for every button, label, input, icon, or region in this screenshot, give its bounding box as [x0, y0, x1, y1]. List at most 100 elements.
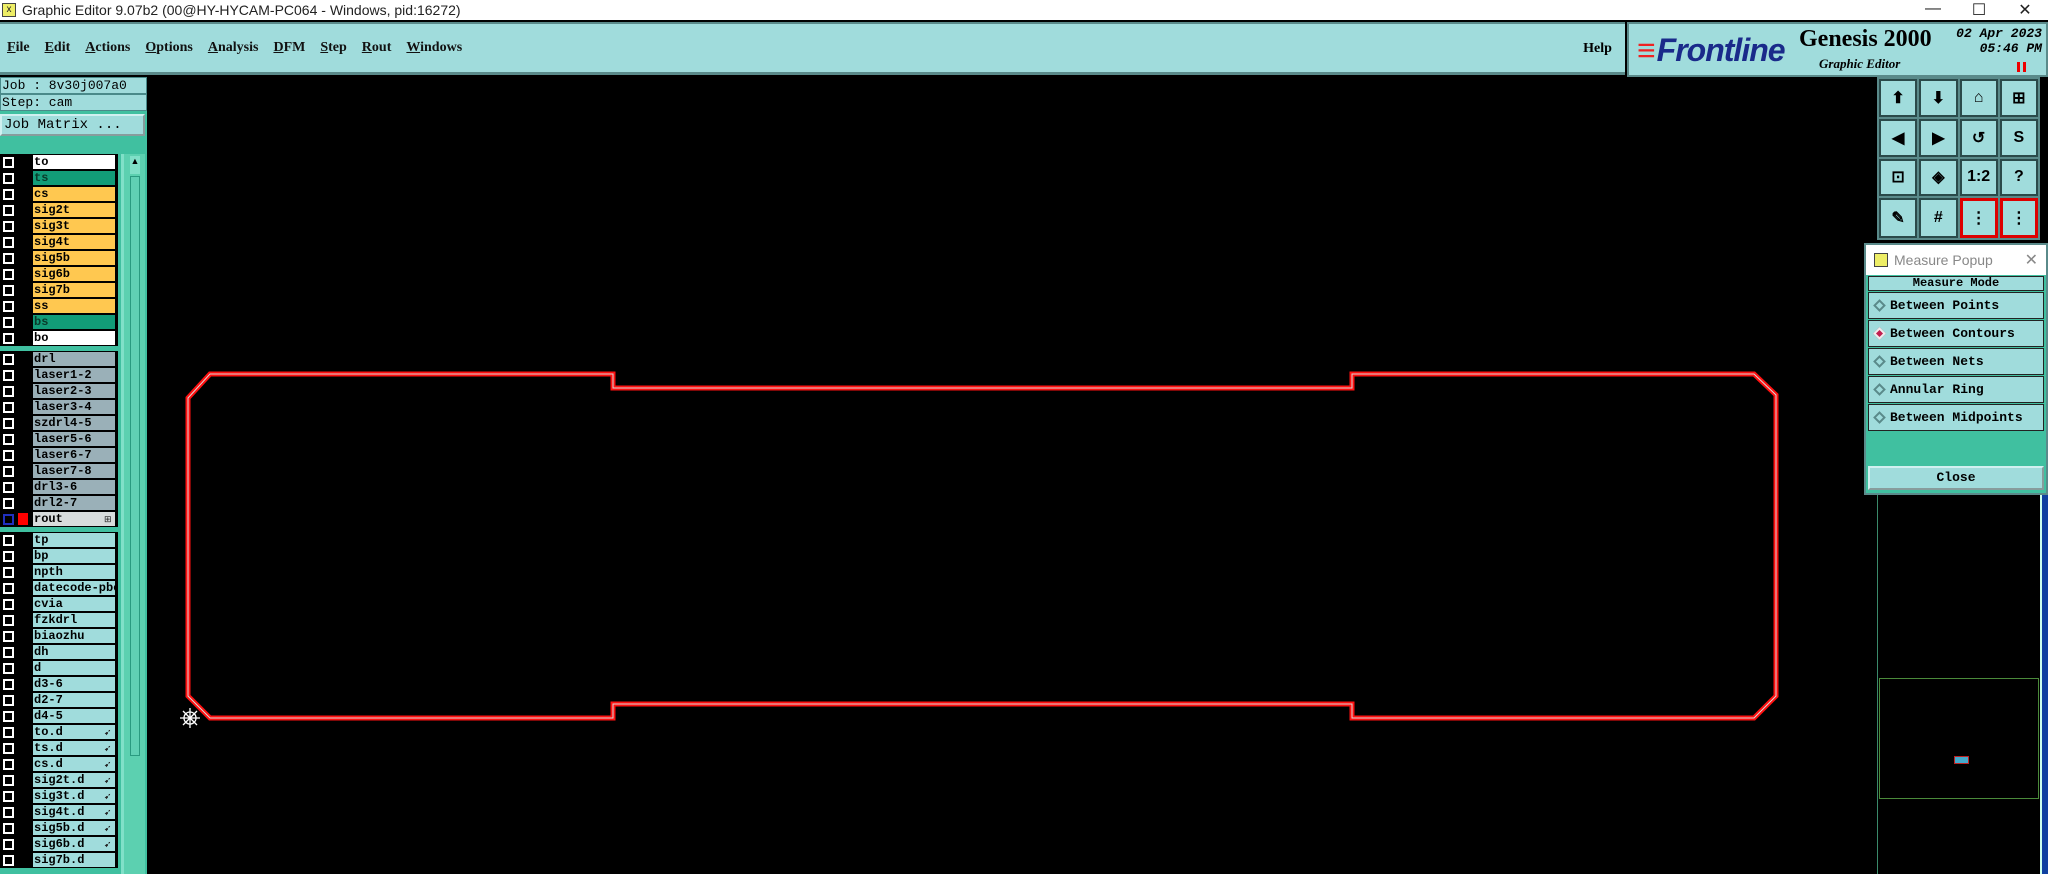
layer-name[interactable]: to — [33, 155, 115, 169]
layer-row[interactable]: sig5b.d➹ — [0, 820, 118, 836]
layer-row[interactable]: tp — [0, 532, 118, 548]
layer-checkbox[interactable] — [3, 582, 14, 594]
graphic-canvas[interactable] — [147, 77, 1877, 874]
close-window-button[interactable]: ✕ — [2018, 2, 2032, 19]
grid-icon[interactable]: # — [1919, 198, 1958, 238]
layer-row[interactable]: ts.d➹ — [0, 740, 118, 756]
layer-name[interactable]: sig2t — [33, 203, 115, 217]
layer-checkbox[interactable] — [3, 204, 14, 216]
menu-analysis[interactable]: Analysis — [207, 40, 259, 55]
layer-checkbox[interactable] — [3, 401, 14, 413]
layer-checkbox[interactable] — [3, 284, 14, 296]
layer-name[interactable]: d — [33, 661, 115, 675]
layer-name[interactable]: laser1-2 — [33, 368, 115, 382]
layer-name[interactable]: laser3-4 — [33, 400, 115, 414]
layer-name[interactable]: laser5-6 — [33, 432, 115, 446]
layer-checkbox[interactable] — [3, 598, 14, 610]
layer-name[interactable]: sig6b.d — [33, 837, 115, 851]
layer-name[interactable]: sig4t.d — [33, 805, 115, 819]
menu-actions[interactable]: Actions — [85, 40, 131, 55]
layer-row[interactable]: d2-7 — [0, 692, 118, 708]
layer-checkbox[interactable] — [3, 481, 14, 493]
layer-row[interactable]: drl — [0, 351, 118, 367]
layer-checkbox[interactable] — [3, 497, 14, 509]
layer-name[interactable]: laser7-8 — [33, 464, 115, 478]
layer-row[interactable]: d3-6 — [0, 676, 118, 692]
layer-checkbox[interactable] — [3, 662, 14, 674]
layer-name[interactable]: ts — [33, 171, 115, 185]
layer-name[interactable]: fzkdrl — [33, 613, 115, 627]
layer-row[interactable]: laser2-3 — [0, 383, 118, 399]
measure-option-between-points[interactable]: Between Points — [1868, 292, 2044, 319]
layer-checkbox[interactable] — [3, 854, 14, 866]
layer-row[interactable]: d — [0, 660, 118, 676]
layer-name[interactable]: bs — [33, 315, 115, 329]
layer-row[interactable]: to.d➹ — [0, 724, 118, 740]
layer-name[interactable]: szdrl4-5 — [33, 416, 115, 430]
layer-checkbox[interactable] — [3, 300, 14, 312]
layer-name[interactable]: sig2t.d — [33, 773, 115, 787]
layer-row[interactable]: npth — [0, 564, 118, 580]
layer-checkbox[interactable] — [3, 838, 14, 850]
layer-checkbox[interactable] — [3, 449, 14, 461]
help-icon[interactable]: ? — [1999, 158, 2038, 197]
layer-row[interactable]: bo — [0, 330, 118, 346]
layer-row[interactable]: drl3-6 — [0, 479, 118, 495]
measure-option-annular-ring[interactable]: Annular Ring — [1868, 376, 2044, 403]
layer-row[interactable]: sig6b.d➹ — [0, 836, 118, 852]
layer-name[interactable]: d4-5 — [33, 709, 115, 723]
layer-row[interactable]: ss — [0, 298, 118, 314]
layer-checkbox[interactable] — [3, 252, 14, 264]
close-button[interactable]: Close — [1868, 466, 2044, 490]
xy-grid-icon[interactable]: ⊞ — [1999, 79, 2038, 117]
layer-row[interactable]: sig3t.d➹ — [0, 788, 118, 804]
layer-name[interactable]: bo — [33, 331, 115, 345]
tools-palette-icon[interactable]: ✎ — [1879, 198, 1918, 238]
layer-checkbox[interactable] — [3, 156, 14, 168]
layer-name[interactable]: sig5b.d — [33, 821, 115, 835]
layer-row[interactable]: drl2-7 — [0, 495, 118, 511]
snap-icon[interactable]: S — [1999, 118, 2038, 157]
radio-diamond-icon[interactable] — [1873, 299, 1886, 312]
layer-checkbox[interactable] — [3, 433, 14, 445]
layer-checkbox[interactable] — [3, 550, 14, 562]
layer-row[interactable]: szdrl4-5 — [0, 415, 118, 431]
measure-option-between-nets[interactable]: Between Nets — [1868, 348, 2044, 375]
layer-row[interactable]: sig2t.d➹ — [0, 772, 118, 788]
pan-left-icon[interactable]: ◀ — [1879, 118, 1918, 157]
layer-checkbox[interactable] — [3, 172, 14, 184]
overview-map[interactable] — [1877, 495, 2040, 874]
layer-name[interactable]: sig5b — [33, 251, 115, 265]
radio-diamond-icon[interactable] — [1873, 327, 1886, 340]
move-up-icon[interactable]: ⬆ — [1879, 79, 1918, 117]
layer-name[interactable]: laser2-3 — [33, 384, 115, 398]
layer-name[interactable]: sig7b.d — [33, 853, 115, 867]
radio-diamond-icon[interactable] — [1873, 383, 1886, 396]
menu-windows[interactable]: Windows — [406, 40, 463, 55]
layer-row[interactable]: sig7b — [0, 282, 118, 298]
layer-checkbox[interactable] — [3, 806, 14, 818]
layer-row[interactable]: sig5b — [0, 250, 118, 266]
layer-checkbox[interactable] — [3, 369, 14, 381]
menu-dfm[interactable]: DFM — [273, 40, 306, 55]
undo-zoom-icon[interactable]: ↺ — [1959, 118, 1998, 157]
layer-row[interactable]: rout⊞ — [0, 511, 118, 527]
layer-row[interactable]: d4-5 — [0, 708, 118, 724]
layer-row[interactable]: biaozhu — [0, 628, 118, 644]
layer-checkbox[interactable] — [3, 353, 14, 365]
menu-step[interactable]: Step — [320, 40, 347, 55]
layer-name[interactable]: cs.d — [33, 757, 115, 771]
menu-edit[interactable]: Edit — [44, 40, 71, 55]
layer-name[interactable]: biaozhu — [33, 629, 115, 643]
layer-checkbox[interactable] — [3, 268, 14, 280]
layer-name[interactable]: laser6-7 — [33, 448, 115, 462]
layer-checkbox[interactable] — [3, 465, 14, 477]
layer-checkbox[interactable] — [3, 236, 14, 248]
layer-checkbox[interactable] — [3, 758, 14, 770]
layer-name[interactable]: cs — [33, 187, 115, 201]
maximize-button[interactable]: ☐ — [1971, 2, 1987, 19]
layer-name[interactable]: sig3t — [33, 219, 115, 233]
layer-name[interactable]: sig6b — [33, 267, 115, 281]
layer-checkbox[interactable] — [3, 822, 14, 834]
scale-icon[interactable]: 1:2 — [1959, 158, 1998, 197]
